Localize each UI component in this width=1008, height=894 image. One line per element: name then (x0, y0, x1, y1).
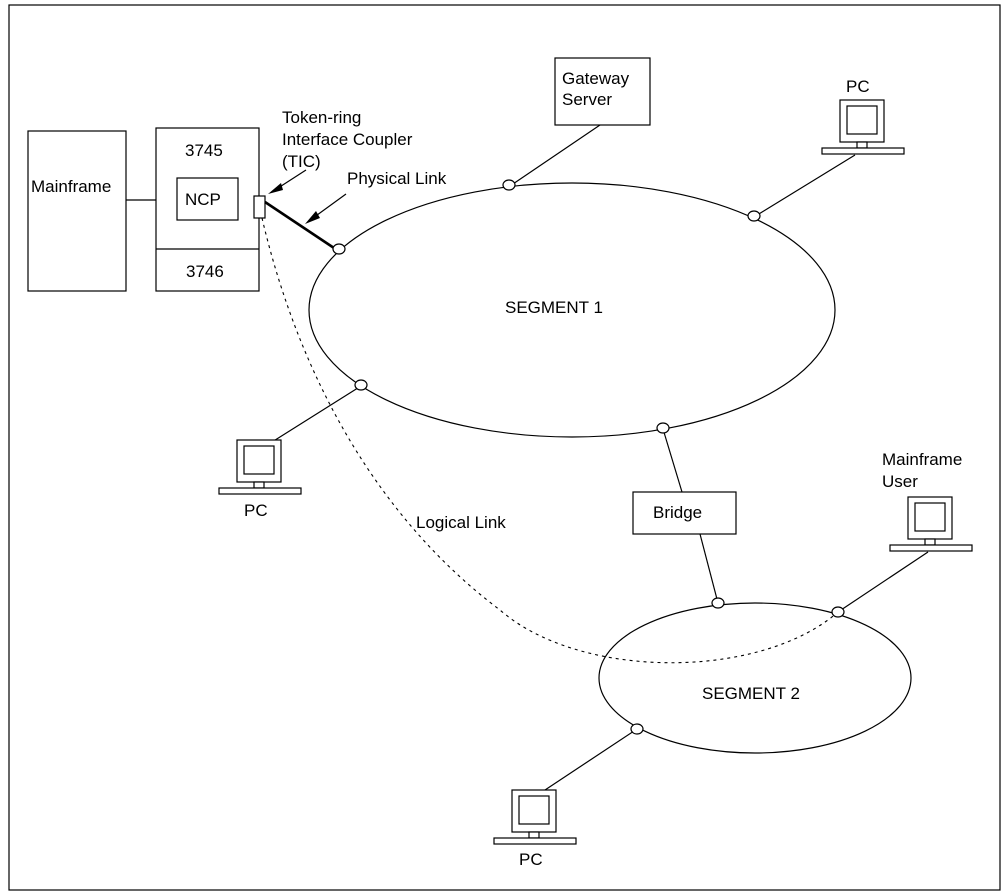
segment1-ring (308, 182, 836, 438)
physical-link-line (264, 200, 335, 250)
tic-label-line3: (TIC) (282, 152, 321, 171)
segment2-node-mainframe-user (831, 606, 845, 618)
segment1-node-bridge (656, 422, 670, 434)
segment1-node-tic (332, 243, 346, 255)
pc-bottom-label: PC (519, 850, 543, 869)
tic-arrowhead (268, 183, 283, 194)
mainframe-user-label-line2: User (882, 472, 918, 491)
pc-top-right-link (753, 154, 856, 218)
segment1-node-pc-left (354, 379, 368, 391)
mainframe-user-pc-icon (889, 496, 973, 552)
gateway-to-segment1-line (509, 124, 601, 187)
gateway-label-line2: Server (562, 90, 612, 109)
mainframe-user-link (837, 551, 929, 613)
segment2-node-pc (630, 723, 644, 735)
tic-coupler (253, 195, 266, 219)
pc-left-icon (218, 439, 302, 495)
physical-link-arrowhead (305, 211, 320, 224)
bridge-box (632, 491, 737, 535)
gateway-server-box (554, 57, 651, 126)
mainframe-user-label-line1: Mainframe (882, 450, 962, 469)
pc-top-right-label: PC (846, 77, 870, 96)
segment2-node-bridge (711, 597, 725, 609)
logical-link-line (261, 217, 839, 664)
mainframe-label: Mainframe (31, 177, 111, 196)
pc-bottom-icon (493, 789, 577, 845)
segment2-ring (598, 602, 912, 754)
ncp-label: NCP (185, 190, 221, 209)
pc-bottom-link (544, 728, 638, 791)
tic-label-line1: Token-ring (282, 108, 361, 127)
controller-box: 3745 NCP 3746 (155, 127, 260, 292)
physical-link-label: Physical Link (347, 169, 447, 188)
segment1-node-pc (747, 210, 761, 222)
tic-label-line2: Interface Coupler (282, 130, 413, 149)
bridge-to-segment2-line (699, 533, 719, 604)
segment1-node-gateway (502, 179, 516, 191)
segment2-label: SEGMENT 2 (702, 684, 800, 703)
controller-3745-label: 3745 (185, 141, 223, 160)
pc-left-link (271, 385, 362, 443)
physical-link-arrow-line (312, 193, 347, 219)
gateway-label-line1: Gateway (562, 69, 630, 88)
segment1-to-bridge-line (662, 428, 683, 493)
bridge-label: Bridge (653, 503, 702, 522)
pc-top-right-icon (821, 99, 905, 155)
logical-link-label: Logical Link (416, 513, 506, 532)
ncp-box (176, 177, 239, 221)
segment1-label: SEGMENT 1 (505, 298, 603, 317)
controller-3746-label: 3746 (186, 262, 224, 281)
mainframe-box: Mainframe (27, 130, 127, 292)
pc-left-label: PC (244, 501, 268, 520)
diagram-frame (8, 4, 1001, 891)
